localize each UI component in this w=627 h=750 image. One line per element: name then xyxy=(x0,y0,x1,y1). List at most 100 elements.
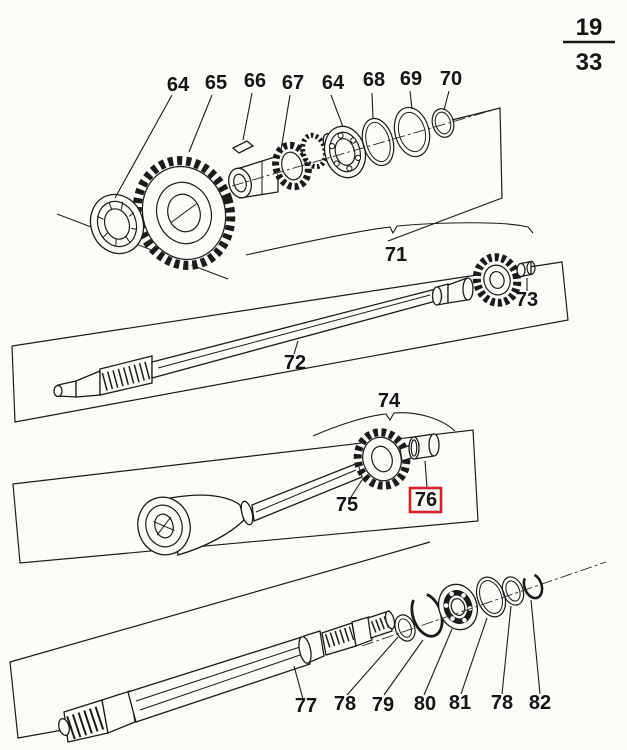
leader-77 xyxy=(293,665,304,700)
part-key-66 xyxy=(231,140,255,154)
ring-81-inner xyxy=(479,580,503,614)
shaft-72-tip xyxy=(53,384,63,398)
panel-3-leaders xyxy=(293,599,541,700)
leader-75 xyxy=(350,479,363,498)
panel-1-leaders xyxy=(293,278,528,355)
part-label-69: 69 xyxy=(400,68,422,90)
shaft-77-collar-face xyxy=(298,636,312,664)
panel-1-frame xyxy=(11,261,569,423)
shaft-77-body xyxy=(127,636,311,723)
leader-78a xyxy=(346,636,399,696)
panel-2-frame xyxy=(12,429,479,564)
part-bearing-80 xyxy=(437,583,479,631)
part-nut-73 xyxy=(516,260,536,278)
part-gear-65 xyxy=(132,156,236,270)
part-ring-78b xyxy=(501,576,525,606)
shaft-67-gear-hub xyxy=(281,151,303,181)
part-ring-68 xyxy=(361,117,395,167)
part-label-76: 76 xyxy=(415,489,437,511)
page-number-denominator: 33 xyxy=(576,49,603,76)
part-label-64b: 64 xyxy=(322,72,345,94)
leader-79 xyxy=(383,639,424,696)
leader-82 xyxy=(530,599,541,695)
brace-74 xyxy=(312,412,456,437)
bushing-76-bore xyxy=(410,439,418,457)
shaft-72-collar xyxy=(431,286,443,306)
leader-76 xyxy=(424,460,428,488)
ring-69-inner xyxy=(397,111,427,153)
shaft-75-bell-mouth xyxy=(137,496,191,556)
part-label-82: 82 xyxy=(529,692,551,714)
page-number-numerator: 19 xyxy=(576,14,603,41)
ring-68-outer xyxy=(361,117,395,167)
part-ring-78a xyxy=(394,614,416,642)
shaft-67-bore-inner xyxy=(233,173,247,193)
ring-69-outer xyxy=(393,106,431,158)
leader-68 xyxy=(371,92,374,120)
page-number: 19 33 xyxy=(563,14,615,76)
ring-68-inner xyxy=(365,121,391,163)
leader-64b xyxy=(330,94,344,128)
bushing-76-back xyxy=(428,433,440,457)
shaft-77-body-line1 xyxy=(135,646,301,702)
shaft-75-tube xyxy=(251,462,363,522)
bearing-80-bore xyxy=(450,598,466,616)
panel-assembly-74-75-76: 74 75 76 xyxy=(12,390,479,564)
ring-70-inner xyxy=(434,111,452,135)
part-label-74: 74 xyxy=(378,390,401,412)
shaft-75-tube-line xyxy=(255,469,357,513)
panel-top-corner xyxy=(387,107,503,242)
gear-65-hub xyxy=(155,181,213,245)
shaft-72-collar2 xyxy=(462,277,474,301)
gear-65-rim xyxy=(141,165,227,261)
part-label-68: 68 xyxy=(363,69,385,91)
ring-81-outer xyxy=(475,576,507,618)
top-assembly-leaders xyxy=(114,90,450,199)
gear-65-bore xyxy=(167,193,201,233)
panel-3-frame xyxy=(9,541,431,739)
leader-65 xyxy=(188,94,213,153)
part-label-77: 77 xyxy=(295,695,317,717)
part-shaft-75 xyxy=(137,428,415,556)
part-ring-69 xyxy=(393,106,431,158)
part-label-80: 80 xyxy=(414,693,436,715)
leader-66 xyxy=(242,92,253,141)
bearing-64a-rollers xyxy=(96,201,138,247)
shaft-77-body-line2 xyxy=(139,653,304,711)
shaft-77-butt-cap xyxy=(58,718,70,736)
part-label-67: 67 xyxy=(282,72,304,94)
part-bearing-64-left xyxy=(89,193,145,255)
leader-70 xyxy=(443,90,450,111)
panel-assembly-71-72: 71 72 73 xyxy=(11,222,569,423)
shaft-67-bore-outer xyxy=(228,167,252,199)
shaft-72-gear-hub xyxy=(483,264,511,296)
part-label-71: 71 xyxy=(385,244,407,266)
brace-71 xyxy=(245,222,534,256)
ring-78a-inner xyxy=(397,618,413,638)
leader-64a xyxy=(114,94,173,199)
top-assembly-centerline xyxy=(231,107,501,187)
part-label-73: 73 xyxy=(516,289,538,311)
shaft-75-neck xyxy=(240,500,254,526)
shaft-72-taper xyxy=(75,370,101,398)
leader-81 xyxy=(460,617,488,695)
leader-67 xyxy=(280,94,291,151)
ring-78b-outer xyxy=(501,576,525,606)
part-label-72: 72 xyxy=(284,352,306,374)
ring-78a-outer xyxy=(394,614,416,642)
leader-80 xyxy=(423,628,453,696)
nut-73-face xyxy=(516,262,526,278)
leader-72 xyxy=(293,340,299,355)
nut-73-back xyxy=(526,260,536,276)
shaft-77-step xyxy=(351,616,373,647)
leader-78b xyxy=(501,605,512,695)
part-label-75: 75 xyxy=(336,494,358,516)
ring-78b-inner xyxy=(505,580,521,602)
shaft-72-spline-hatch xyxy=(101,361,152,391)
highlight-box-76[interactable] xyxy=(408,486,443,514)
bottom-assembly-centerline xyxy=(361,561,607,647)
bearing-64b-inner xyxy=(334,138,356,166)
part-shaft-72 xyxy=(53,253,522,398)
